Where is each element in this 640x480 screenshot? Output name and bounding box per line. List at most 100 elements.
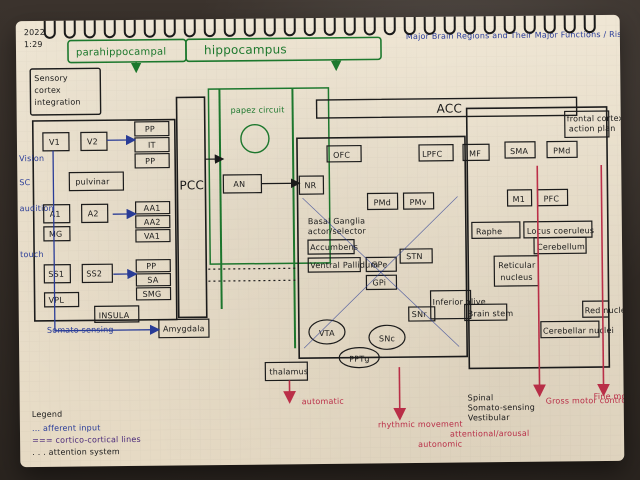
box-a2 bbox=[80, 203, 109, 224]
label-pptg: PPTg bbox=[349, 354, 370, 363]
box-mf bbox=[462, 143, 490, 162]
association-boxes: PP IT PP AA1 AA2 VA1 PP SA SMG bbox=[134, 120, 172, 301]
box-pulvinar bbox=[68, 171, 125, 192]
box-v2 bbox=[80, 131, 108, 152]
box-thalamus bbox=[264, 361, 309, 382]
box-pmd bbox=[366, 192, 399, 211]
sensory-cortex-boxes: V1 V2 pulvinar A1 A2 MG SS1 SS2 VPL IN bbox=[42, 131, 140, 323]
box-pp-1 bbox=[134, 120, 170, 137]
basal-ganglia-box bbox=[296, 135, 469, 360]
box-pp-2 bbox=[134, 152, 170, 169]
box-ss1 bbox=[43, 264, 72, 284]
box-v1 bbox=[42, 132, 70, 152]
label-pulvinar: pulvinar bbox=[75, 177, 110, 186]
box-ventral-pallidum bbox=[307, 256, 361, 273]
diagram-canvas: parahippocampal hippocampus Major Brain … bbox=[15, 14, 625, 468]
legend: Legend ... afferent input === cortico-co… bbox=[32, 410, 141, 457]
label-stn: STN bbox=[406, 252, 423, 261]
label-insula: INSULA bbox=[99, 311, 130, 320]
label-pmv: PMv bbox=[410, 198, 427, 207]
box-a1 bbox=[43, 204, 71, 224]
label-ventral-pallidum: Ventral Pallidum bbox=[310, 260, 378, 270]
label-pmd: PMd bbox=[374, 198, 391, 207]
label-ss2: SS2 bbox=[86, 269, 102, 278]
label-pmd-2: PMd bbox=[553, 146, 570, 155]
header-left-label-1: parahippocampal bbox=[76, 47, 166, 59]
acc-label: ACC bbox=[437, 102, 463, 116]
box-va1 bbox=[135, 228, 171, 243]
header-right-note: Major Brain Regions and Their Major Func… bbox=[406, 29, 625, 41]
legend-item-2: === cortico-cortical lines bbox=[32, 435, 141, 445]
label-ofc: OFC bbox=[333, 151, 350, 160]
box-frontal-cortex bbox=[564, 110, 610, 139]
hatch-line bbox=[303, 196, 458, 349]
frontal-area: frontal cortex action plan OFC LPFC PMd … bbox=[326, 110, 624, 211]
label-a1: A1 bbox=[50, 210, 61, 219]
left-label-touch: touch bbox=[20, 250, 44, 259]
vta-ellipse bbox=[308, 319, 346, 345]
box-stn bbox=[399, 248, 433, 264]
paper-texture bbox=[15, 14, 625, 468]
date-mark-1: 2022 bbox=[24, 28, 45, 37]
label-mg: MG bbox=[49, 230, 63, 239]
box-mg bbox=[43, 226, 71, 242]
label-aa1: AA1 bbox=[144, 204, 161, 213]
box-cerebellar-nuclei bbox=[540, 320, 600, 339]
label-raphe: Raphe bbox=[476, 227, 502, 236]
output-fine-motor: Fine motor bbox=[594, 392, 625, 401]
pcc-label: PCC bbox=[179, 178, 204, 192]
red-line bbox=[533, 165, 546, 398]
green-rail bbox=[291, 88, 297, 349]
box-ofc bbox=[326, 144, 362, 163]
box-gpe bbox=[365, 256, 397, 273]
left-label-sc: SC bbox=[19, 178, 30, 187]
papez-circle bbox=[240, 123, 270, 154]
label-v1: V1 bbox=[49, 138, 60, 147]
box-sa bbox=[135, 272, 172, 287]
label-a2: A2 bbox=[88, 209, 99, 218]
box-pmd-2 bbox=[546, 140, 578, 159]
box-sma bbox=[504, 141, 536, 159]
label-cerebellar-nuclei: Cerebellar nuclei bbox=[543, 326, 614, 336]
limbic-area: AN NR Amygdala thalamus bbox=[158, 174, 325, 382]
header-left-label-2: hippocampus bbox=[204, 42, 287, 57]
label-red-nucleus: Red nucleus bbox=[585, 306, 625, 316]
label-it: IT bbox=[148, 141, 156, 150]
label-va1: VA1 bbox=[144, 232, 160, 241]
label-pp-3: PP bbox=[146, 262, 156, 271]
connections bbox=[52, 88, 610, 421]
box-inferior-olive bbox=[429, 289, 472, 320]
label-mf: MF bbox=[469, 149, 481, 158]
label-nr: NR bbox=[304, 181, 316, 190]
label-locus-coeruleus: Locus coeruleus bbox=[527, 226, 594, 236]
legend-item-1: ... afferent input bbox=[32, 423, 101, 433]
box-gpi bbox=[365, 274, 398, 291]
label-frontal-cortex: frontal cortex bbox=[567, 114, 624, 124]
box-pp-3 bbox=[135, 258, 171, 273]
label-pp-2: PP bbox=[145, 157, 155, 166]
label-amygdala: Amygdala bbox=[163, 324, 205, 333]
output-automatic: automatic bbox=[302, 397, 344, 406]
box-vpl bbox=[43, 291, 80, 308]
red-line bbox=[597, 165, 610, 397]
box-red-nucleus bbox=[582, 300, 610, 318]
acc-band bbox=[315, 96, 578, 119]
label-gpe: GPe bbox=[371, 260, 387, 269]
legend-item-3: . . . attention system bbox=[32, 447, 120, 457]
header-green: parahippocampal hippocampus bbox=[67, 36, 382, 74]
box-pmv bbox=[402, 192, 435, 210]
label-lpfc: LPFC bbox=[422, 150, 443, 159]
brainstem-area: Raphe Locus coeruleus Reticular nucleus … bbox=[429, 220, 625, 339]
label-action-plan: action plan bbox=[569, 124, 616, 133]
label-cerebellum: Cerebellum bbox=[537, 242, 585, 252]
box-lpfc bbox=[418, 143, 454, 162]
box-brain-stem bbox=[464, 303, 508, 322]
label-m1: M1 bbox=[513, 195, 525, 204]
box-raphe bbox=[471, 221, 521, 240]
box-snr bbox=[408, 306, 436, 322]
label-pp-1: PP bbox=[145, 125, 155, 134]
label-nucleus: nucleus bbox=[500, 273, 532, 282]
output-attentional: attentional/arousal bbox=[450, 429, 529, 439]
label-ss1: SS1 bbox=[48, 270, 64, 279]
